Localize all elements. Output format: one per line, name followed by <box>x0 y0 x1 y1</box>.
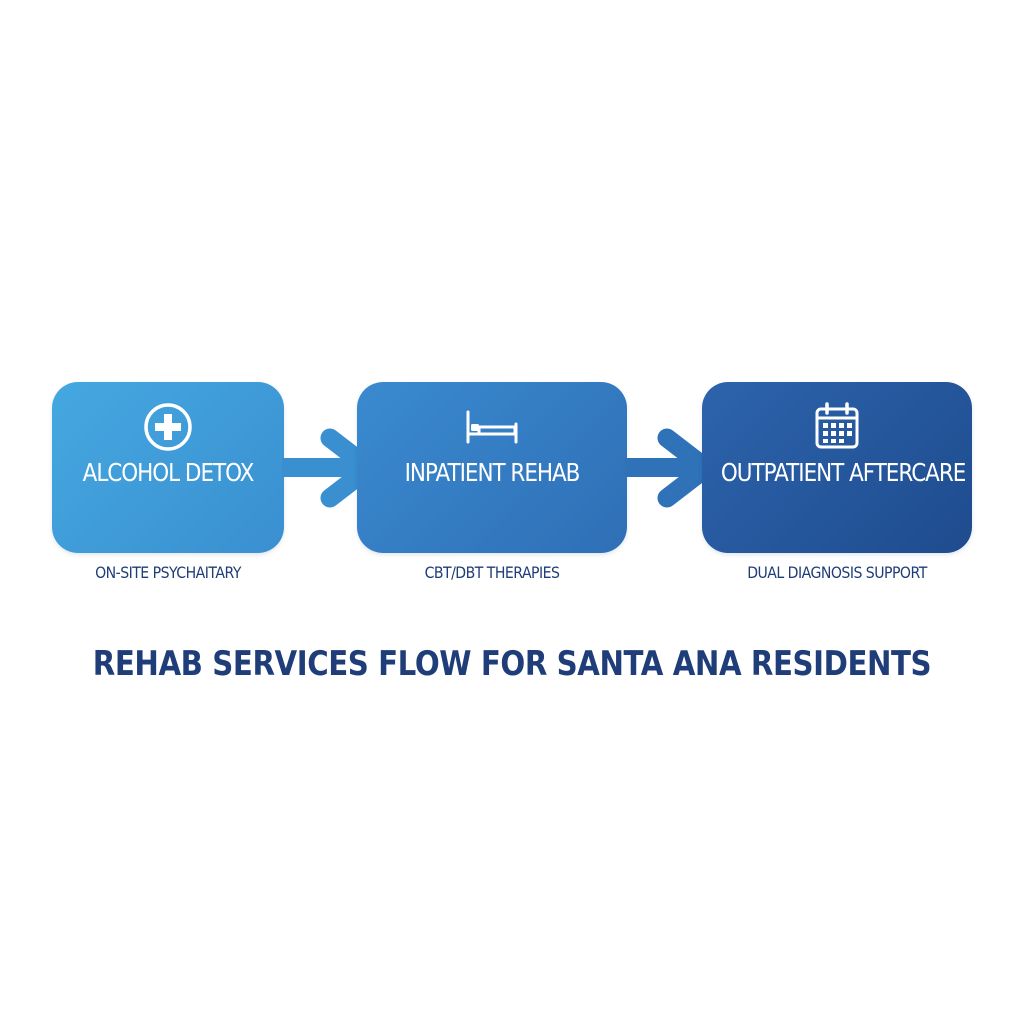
step-caption: ON-SITE PSYCHAITARY <box>95 563 241 582</box>
step-title: OUTPATIENT AFTERCARE <box>720 458 966 487</box>
step-title: ALCOHOL DETOX <box>82 458 255 487</box>
calendar-icon <box>815 402 859 449</box>
step-caption: DUAL DIAGNOSIS SUPPORT <box>747 563 927 582</box>
step-alcohol-detox: ALCOHOL DETOX <box>52 382 284 553</box>
diagram-title: REHAB SERVICES FLOW FOR SANTA ANA RESIDE… <box>92 644 932 684</box>
step-inpatient-rehab: INPATIENT REHAB <box>357 382 627 553</box>
step-title: INPATIENT REHAB <box>404 458 581 487</box>
step-outpatient-aftercare: OUTPATIENT AFTERCARE <box>702 382 972 553</box>
bed-icon <box>466 410 518 444</box>
step-caption: CBT/DBT THERAPIES <box>424 563 560 582</box>
medical-cross-icon <box>144 403 192 451</box>
